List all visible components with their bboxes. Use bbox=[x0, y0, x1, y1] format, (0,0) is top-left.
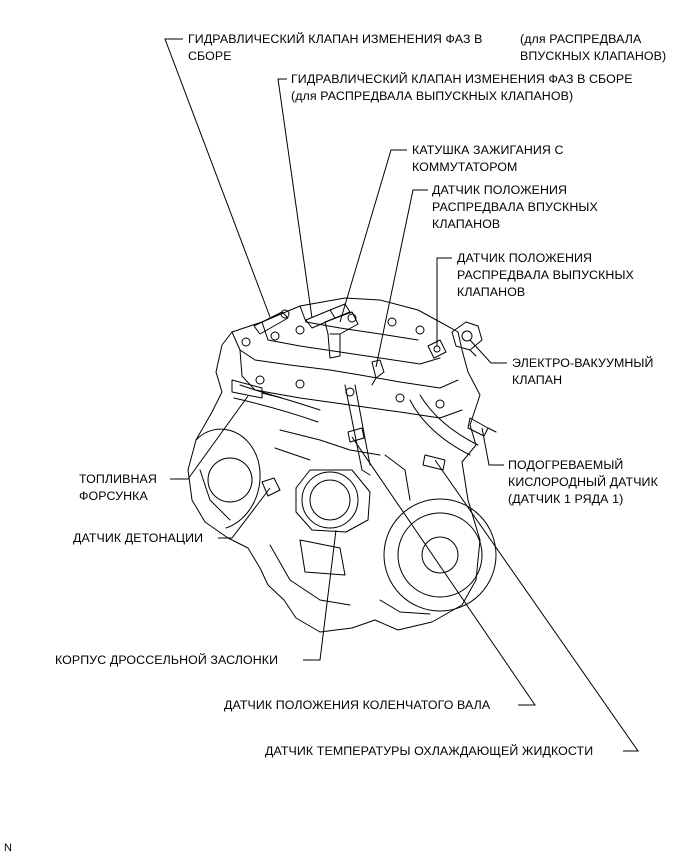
label-knock-sensor: ДАТЧИК ДЕТОНАЦИИ bbox=[73, 531, 204, 545]
label-intake-cam-sensor: ДАТЧИК ПОЛОЖЕНИЯ РАСПРЕДВАЛА ВПУСКНЫХ КЛ… bbox=[432, 183, 598, 231]
leader-fuel-injector bbox=[170, 395, 249, 480]
leader-crank-sensor bbox=[351, 436, 536, 706]
leader-throttle-body bbox=[303, 529, 337, 661]
leader-intake-cam-sensor bbox=[375, 189, 428, 368]
label-o2-sensor: ПОДОГРЕВАЕМЫЙ КИСЛОРОДНЫЙ ДАТЧИК (ДАТЧИК… bbox=[508, 458, 658, 506]
leader-exhaust-cam-sensor bbox=[436, 257, 452, 346]
leader-lines bbox=[164, 38, 639, 752]
label-fuel-injector: ТОПЛИВНАЯ ФОРСУНКА bbox=[79, 472, 157, 503]
label-coolant-temp-sensor: ДАТЧИК ТЕМПЕРАТУРЫ ОХЛАЖДАЮЩЕЙ ЖИДКОСТИ bbox=[265, 744, 594, 758]
label-ignition-coil: КАТУШКА ЗАЖИГАНИЯ С КОММУТАТОРОМ bbox=[412, 143, 564, 174]
leader-knock-sensor bbox=[218, 487, 271, 539]
leader-intake-ocv bbox=[164, 38, 271, 318]
label-intake-ocv: ГИДРАВЛИЧЕСКИЙ КЛАПАН ИЗМЕНЕНИЯ ФАЗ В СБ… bbox=[188, 32, 483, 63]
label-crank-sensor: ДАТЧИК ПОЛОЖЕНИЯ КОЛЕНЧАТОГО ВАЛА bbox=[224, 698, 491, 712]
label-vsv: ЭЛЕКТРО-ВАКУУМНЫЙ КЛАПАН bbox=[512, 356, 654, 387]
corner-mark: N bbox=[4, 842, 13, 854]
label-exhaust-ocv: ГИДРАВЛИЧЕСКИЙ КЛАПАН ИЗМЕНЕНИЯ ФАЗ В СБ… bbox=[291, 72, 633, 103]
label-throttle-body: КОРПУС ДРОССЕЛЬНОЙ ЗАСЛОНКИ bbox=[55, 653, 279, 667]
leader-vsv bbox=[469, 339, 507, 364]
label-exhaust-cam-sensor: ДАТЧИК ПОЛОЖЕНИЯ РАСПРЕДВАЛА ВЫПУСКНЫХ К… bbox=[457, 251, 634, 299]
leader-exhaust-ocv bbox=[277, 78, 313, 319]
leader-coolant-sensor bbox=[434, 459, 639, 752]
engine-illustration bbox=[187, 297, 497, 633]
leader-ignition-coil bbox=[339, 149, 407, 323]
leader-o2-sensor bbox=[481, 427, 504, 466]
label-intake-ocv-note: (для РАСПРЕДВАЛА ВПУСКНЫХ КЛАПАНОВ) bbox=[520, 32, 667, 63]
